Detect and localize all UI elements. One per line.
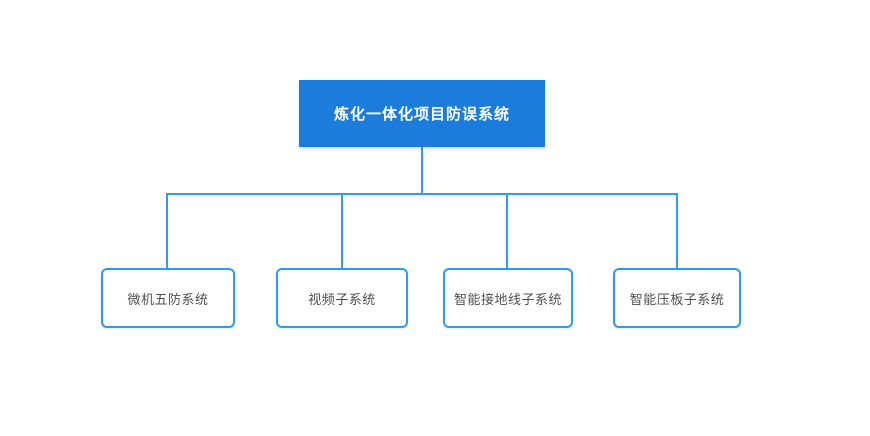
child-node-label: 智能压板子系统 (629, 291, 725, 307)
child-node-label: 微机五防系统 (127, 291, 209, 307)
diagram-node-wjwf-system[interactable]: 微机五防系统 (101, 268, 235, 328)
child-node-label: 智能接地线子系统 (453, 291, 562, 307)
child-node-label: 视频子系统 (308, 291, 376, 307)
diagram-node-root[interactable]: 炼化一体化项目防误系统 (299, 80, 545, 147)
root-node-label: 炼化一体化项目防误系统 (333, 106, 510, 123)
diagram-node-grounding-subsystem[interactable]: 智能接地线子系统 (443, 268, 573, 328)
diagram-node-video-subsystem[interactable]: 视频子系统 (276, 268, 408, 328)
diagram-node-pressplate-subsystem[interactable]: 智能压板子系统 (613, 268, 741, 328)
